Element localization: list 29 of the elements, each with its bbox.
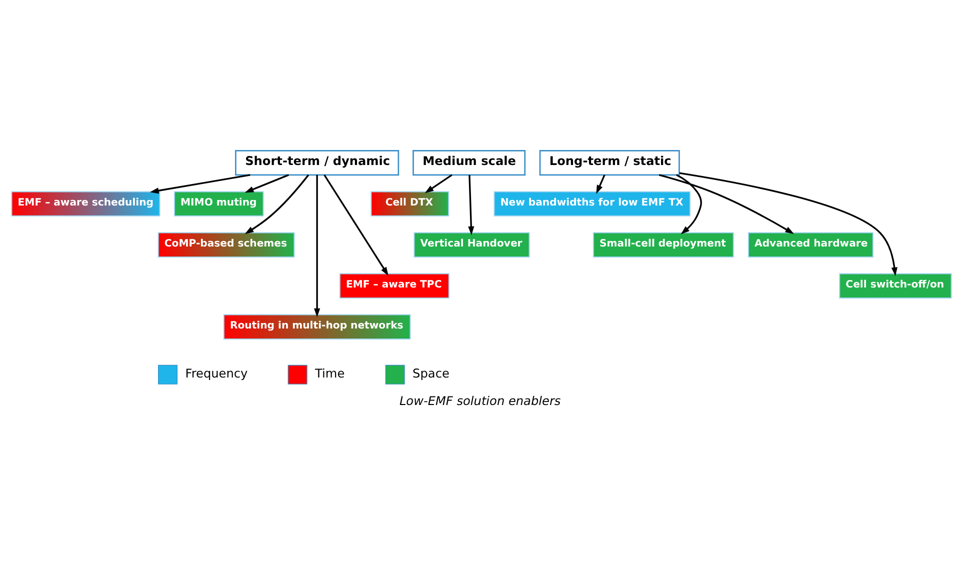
arrow [150,174,250,194]
legend-label: Space [412,366,450,381]
node-box: Vertical Handover [414,232,530,258]
node-box: Advanced hardware [748,232,874,258]
arrow [244,174,289,193]
node-box: CoMP-based schemes [158,232,295,258]
node-box: Small-cell deployment [592,232,734,258]
arrow [679,172,898,276]
caption: Low-EMF solution enablers [399,394,561,408]
node-box: EMF – aware TPC [339,273,450,298]
node-box: EMF – aware scheduling [11,191,160,216]
node-box: Long-term / static [539,150,680,176]
node-box: Routing in multi-hop networks [223,314,411,340]
arrow [596,174,606,194]
node-box: Short-term / dynamic [235,150,400,176]
node-box: Cell switch-off/on [839,273,952,298]
node-box: MIMO muting [174,191,264,216]
legend-label: Frequency [185,366,248,381]
arrow [468,175,474,236]
node-box: New bandwidths for low EMF TX [494,191,690,216]
node-box: Cell DTX [370,191,450,216]
arrow [324,174,388,276]
arrow [676,174,702,234]
arrow [658,174,794,234]
node-box: Medium scale [412,150,526,176]
legend-label: Time [315,366,345,381]
arrow [314,174,320,318]
arrow [244,174,310,234]
arrow [424,174,452,194]
